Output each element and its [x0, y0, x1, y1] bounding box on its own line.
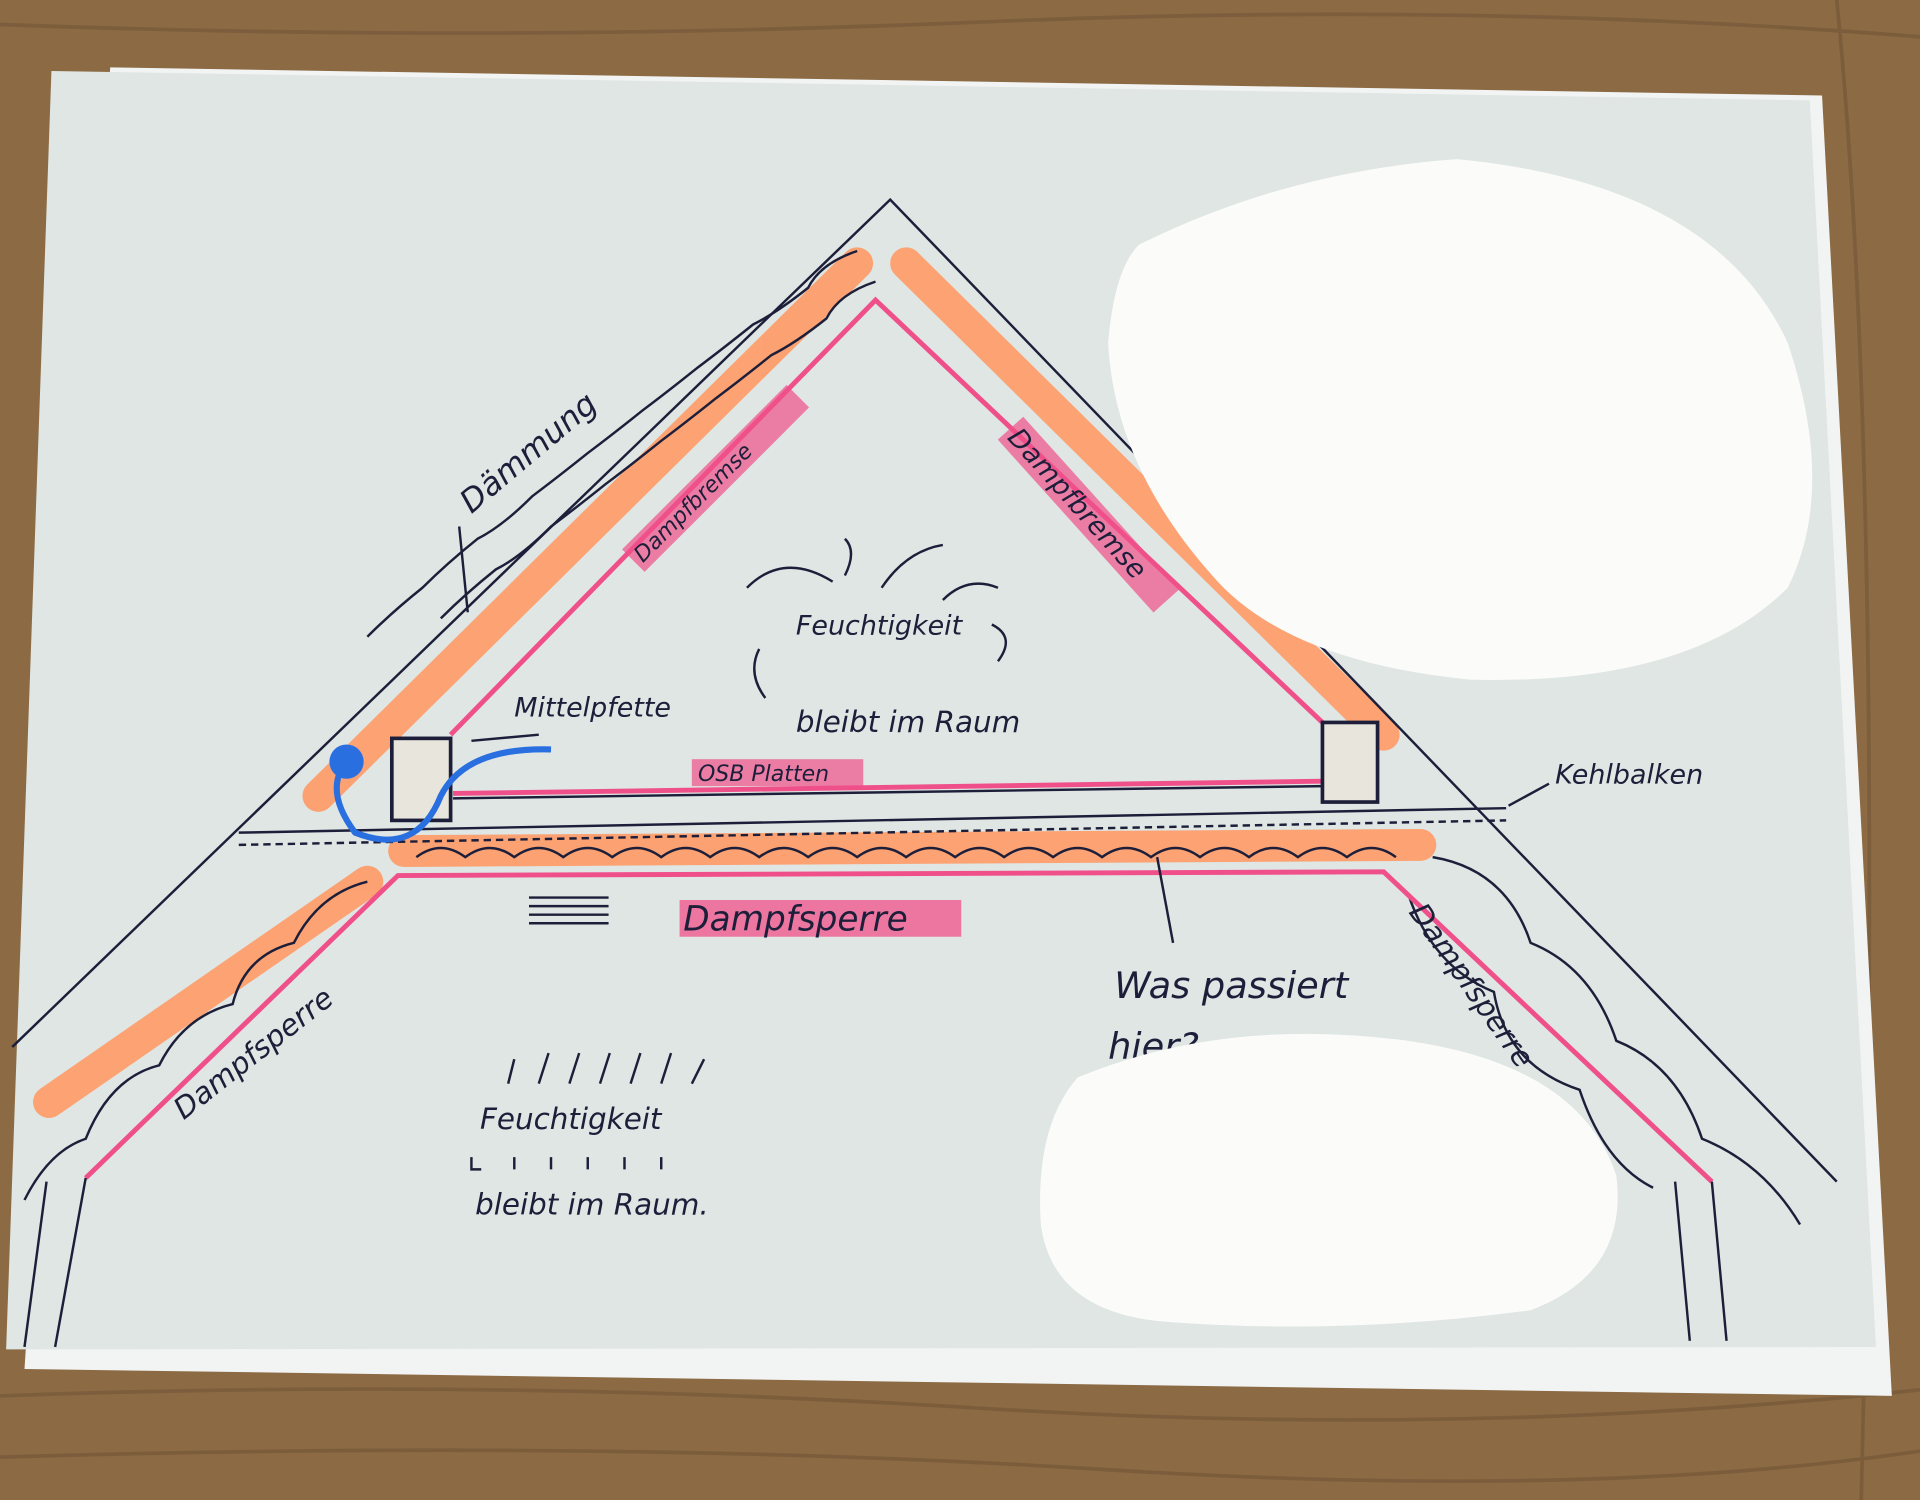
label-osb-platten: OSB Platten [698, 762, 829, 787]
dampfsperre-highlight [679, 900, 962, 937]
dampfbremse-left-highlight [622, 384, 810, 572]
mittelpfette-beam [390, 736, 453, 823]
label-bleibt-bottom: bleibt im Raum. [475, 1188, 709, 1222]
leader-arrows [457, 526, 1550, 944]
redaction-blob-top [1108, 159, 1813, 680]
wall-posts [23, 1177, 1728, 1348]
label-bleibt-top: bleibt im Raum [796, 705, 1020, 739]
label-was-passiert: Was passiert [1114, 964, 1350, 1007]
moisture-arrows-bottom [470, 1052, 706, 1171]
right-purlin-beam [1320, 720, 1380, 804]
osb-boards [453, 784, 1323, 800]
scribble [528, 896, 609, 925]
vapor-layers [84, 296, 1714, 1184]
blue-arrow-head [329, 744, 364, 779]
redaction-blob-bottom [1040, 1033, 1618, 1327]
label-feuchtigkeit-top: Feuchtigkeit [796, 610, 964, 641]
label-dampfsperre-center: Dampfsperre [683, 900, 908, 940]
osb-highlight [691, 759, 864, 787]
label-feuchtigkeit-bottom: Feuchtigkeit [480, 1102, 663, 1136]
moisture-arrows-top [746, 537, 1007, 699]
dampfbremse-right-highlight [997, 416, 1179, 613]
roof-outline [11, 197, 1838, 1183]
blue-airflow-arrow [333, 746, 552, 843]
label-kehlbalken: Kehlbalken [1555, 760, 1703, 791]
label-mittelpfette: Mittelpfette [514, 692, 671, 723]
insulation-pattern [23, 249, 1802, 1226]
